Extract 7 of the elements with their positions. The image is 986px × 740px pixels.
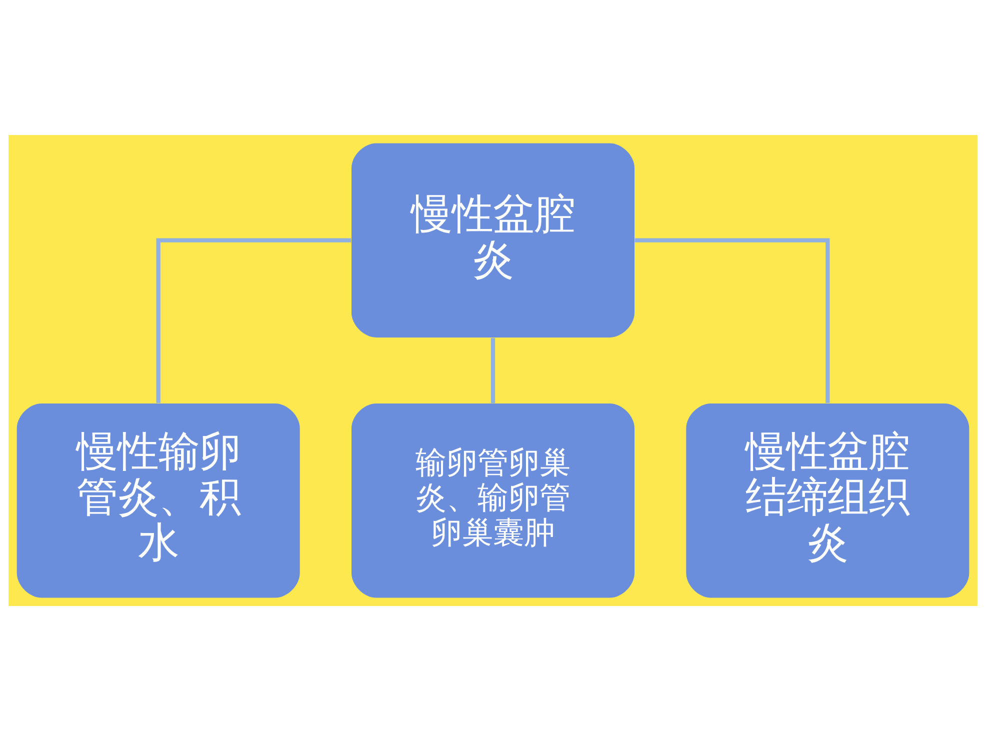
- connector: [156, 238, 352, 402]
- node-box: 输卵管卵巢炎、输卵管卵巢囊肿: [352, 403, 634, 598]
- connector: [634, 238, 830, 402]
- node-box: 慢性盆腔结缔组织炎: [686, 403, 970, 598]
- node-box: 慢性盆腔炎: [352, 142, 634, 337]
- connector: [490, 338, 496, 403]
- node-box: 慢性输卵管炎、积水: [16, 403, 300, 598]
